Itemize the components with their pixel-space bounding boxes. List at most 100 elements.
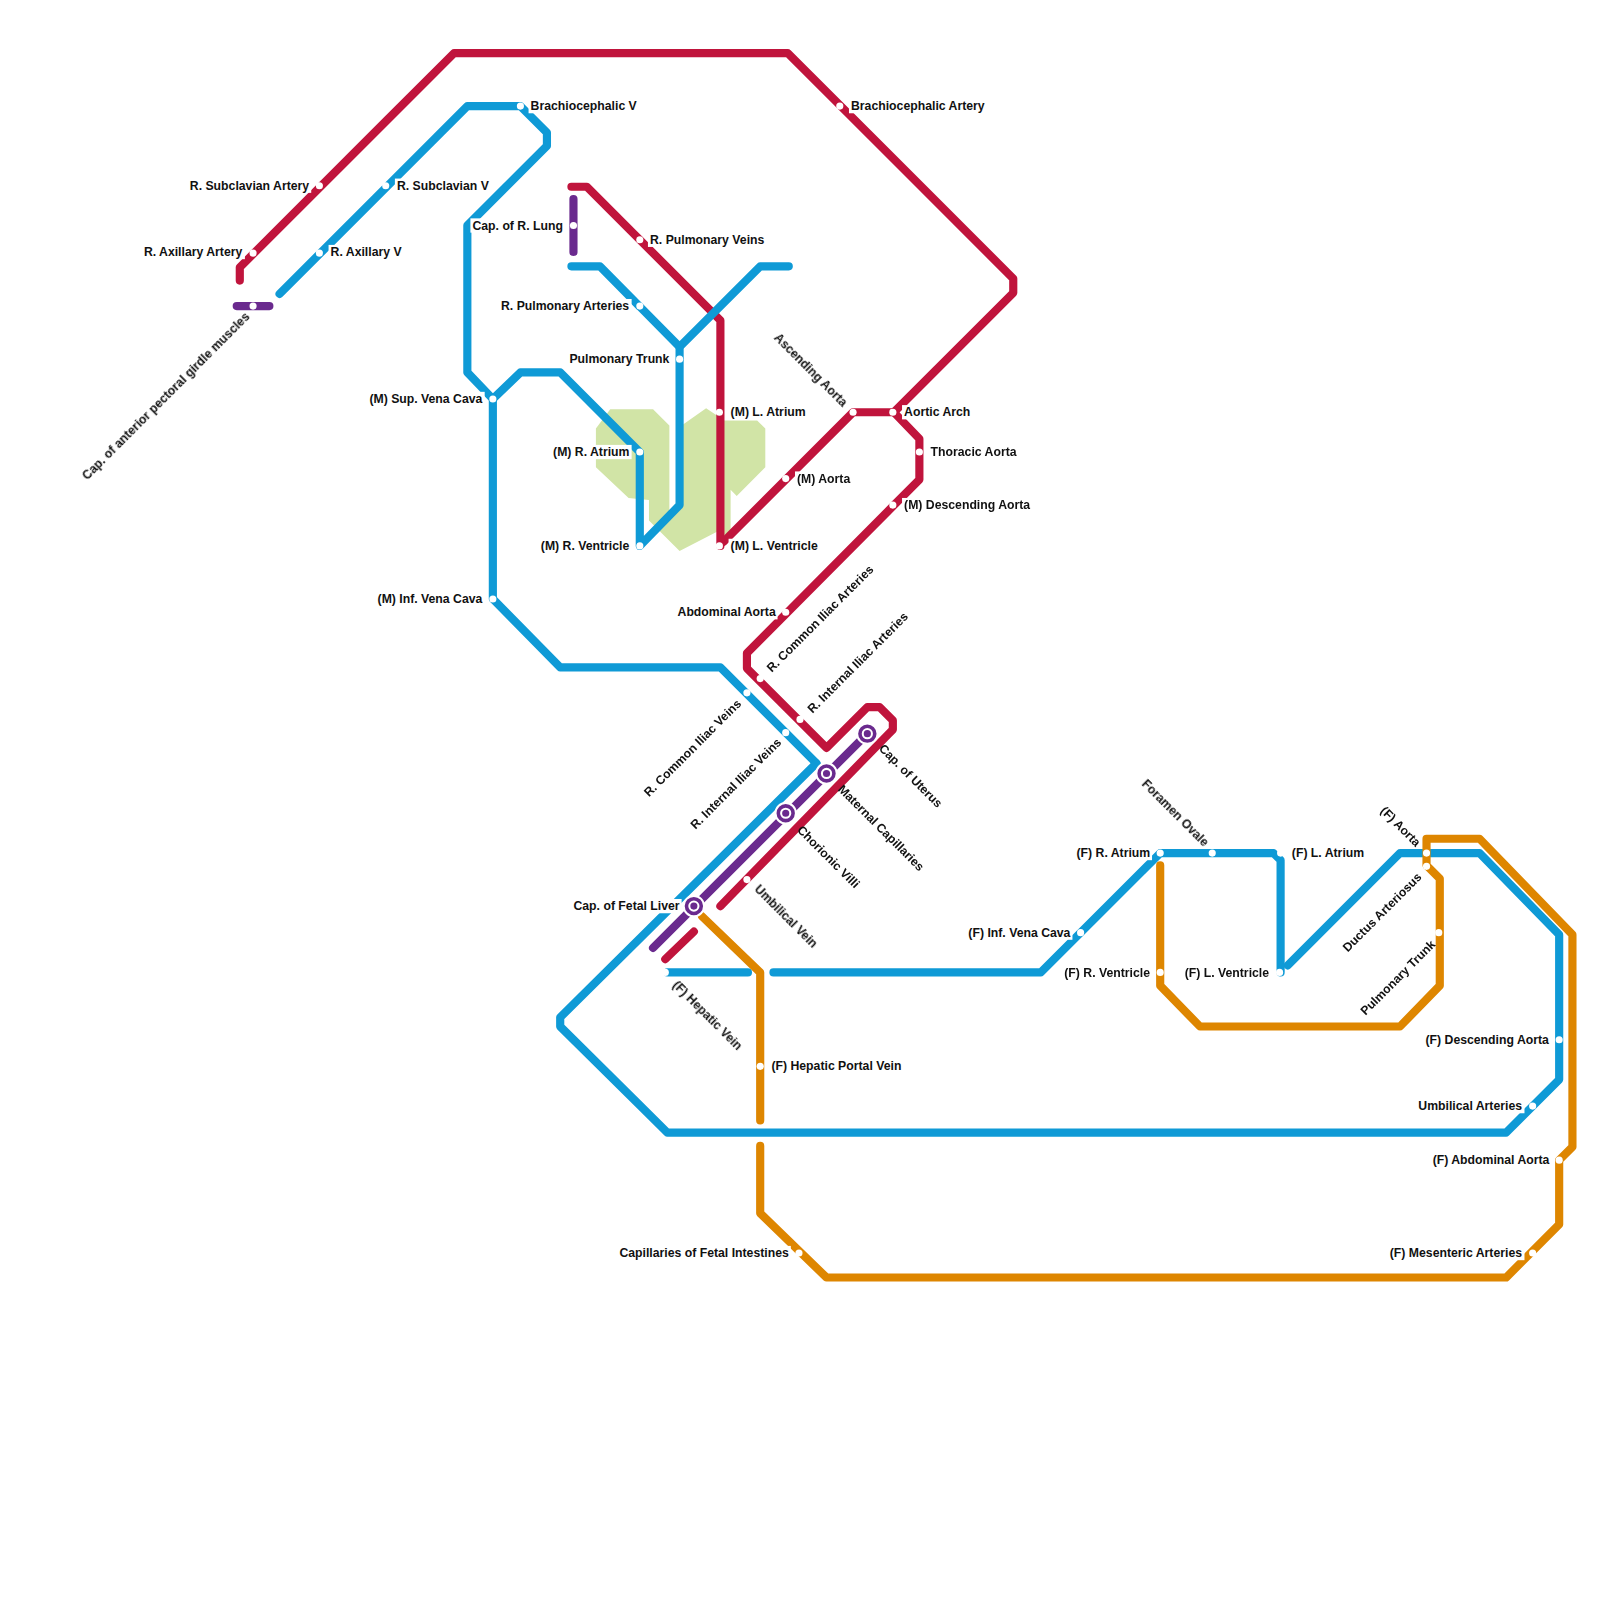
station-dot — [743, 876, 750, 883]
station-dot — [743, 689, 750, 696]
interchange-ring — [857, 723, 877, 743]
station-dot — [1276, 969, 1283, 976]
station-label: Thoracic Aorta — [929, 445, 1019, 459]
fetal-arteries — [702, 839, 1572, 1278]
station-dot — [716, 409, 723, 416]
station-label: Ascending Aorta — [770, 329, 852, 411]
station-label: (M) Aorta — [795, 471, 852, 485]
station-dot — [782, 609, 789, 616]
station-dot — [249, 249, 256, 256]
station-dot — [636, 236, 643, 243]
station-dot — [889, 409, 896, 416]
station-label: Aortic Arch — [902, 405, 972, 419]
station-dot — [489, 395, 496, 402]
interchange-core — [863, 729, 872, 738]
station-label: (F) Hepatic Portal Vein — [769, 1059, 903, 1073]
station-label: (F) Descending Aorta — [1423, 1033, 1550, 1047]
station-dot — [849, 409, 856, 416]
station-label: Cap. of Uterus — [875, 740, 947, 812]
station-dot — [889, 502, 896, 509]
station-label: (F) Hepatic Vein — [668, 977, 746, 1055]
station-label: (F) L. Ventricle — [1183, 965, 1271, 979]
interchange-ring — [816, 763, 836, 783]
station-label: (M) Descending Aorta — [902, 498, 1032, 512]
station-label: (M) L. Ventricle — [729, 539, 820, 553]
station-dot — [782, 475, 789, 482]
station-dot — [1556, 1157, 1563, 1164]
station-dots — [249, 103, 1562, 1257]
station-dot — [836, 103, 843, 110]
station-label: Pulmonary Trunk — [1356, 936, 1440, 1020]
station-label: Brachiocephalic Artery — [849, 99, 987, 113]
interchange-core — [689, 902, 698, 911]
station-dot — [757, 1063, 764, 1070]
station-dot — [1556, 1036, 1563, 1043]
station-label: Cap. of R. Lung — [470, 218, 565, 232]
station-label: R. Pulmonary Veins — [648, 233, 766, 247]
station-label: Foramen Ovale — [1137, 775, 1213, 851]
interchange-ring — [684, 896, 704, 916]
station-label: (M) L. Atrium — [729, 405, 808, 419]
station-dot — [1157, 849, 1164, 856]
station-dot — [636, 303, 643, 310]
station-label: Brachiocephalic V — [529, 99, 639, 113]
station-label: (F) R. Atrium — [1074, 846, 1152, 860]
station-label: (F) Aorta — [1376, 802, 1425, 851]
station-label: (F) Mesenteric Arteries — [1388, 1246, 1524, 1260]
station-label: (F) L. Atrium — [1290, 846, 1366, 860]
station-dot — [1423, 849, 1430, 856]
station-label: R. Subclavian Artery — [188, 179, 311, 193]
station-dot — [1423, 863, 1430, 870]
station-dot — [1277, 849, 1284, 856]
station-label: (F) R. Ventricle — [1062, 965, 1152, 979]
maternal-arteries — [240, 53, 1013, 959]
station-dot — [716, 542, 723, 549]
station-label: Maternal Capillaries — [834, 781, 929, 876]
station-dot — [676, 356, 683, 363]
station-dot — [796, 716, 803, 723]
station-label: Chorionic Villi — [793, 821, 864, 892]
station-label: (F) Abdominal Aorta — [1431, 1153, 1552, 1167]
station-dot — [1529, 1103, 1536, 1110]
capillary-lines — [237, 199, 870, 948]
station-label: Pulmonary Trunk — [567, 352, 671, 366]
station-dot — [517, 103, 524, 110]
station-label: (M) Sup. Vena Cava — [367, 392, 484, 406]
station-dot — [382, 182, 389, 189]
station-label: (F) Inf. Vena Cava — [966, 926, 1072, 940]
station-dot — [795, 1249, 802, 1256]
station-label: R. Axillary Artery — [142, 245, 245, 259]
station-label: R. Axillary V — [329, 245, 404, 259]
station-dot — [636, 448, 643, 455]
station-dot — [249, 303, 256, 310]
station-label: Capillaries of Fetal Intestines — [617, 1246, 791, 1260]
station-label: Abdominal Aorta — [676, 605, 778, 619]
station-label: Umbilical Vein — [750, 881, 822, 953]
station-label: R. Pulmonary Arteries — [499, 299, 631, 313]
station-dot — [1077, 929, 1084, 936]
station-label: Ductus Arteriosus — [1338, 868, 1426, 956]
station-dot — [1435, 929, 1442, 936]
station-dot — [489, 595, 496, 602]
station-label: R. Subclavian V — [395, 179, 491, 193]
veins — [280, 106, 1560, 1133]
station-dot — [1209, 849, 1216, 856]
station-label: (M) Inf. Vena Cava — [376, 592, 485, 606]
station-dot — [757, 675, 764, 682]
station-dot — [316, 249, 323, 256]
station-dot — [782, 729, 789, 736]
interchange-ring — [776, 803, 796, 823]
station-dot — [636, 542, 643, 549]
interchange-core — [781, 809, 790, 818]
station-label: (M) R. Ventricle — [539, 539, 632, 553]
station-dot — [570, 222, 577, 229]
station-dot — [662, 969, 669, 976]
station-label: Cap. of anterior pectoral girdle muscles — [78, 308, 254, 484]
station-label: (M) R. Atrium — [551, 445, 632, 459]
station-dot — [316, 182, 323, 189]
station-dot — [1157, 969, 1164, 976]
station-dot — [916, 448, 923, 455]
interchange-core — [822, 769, 831, 778]
